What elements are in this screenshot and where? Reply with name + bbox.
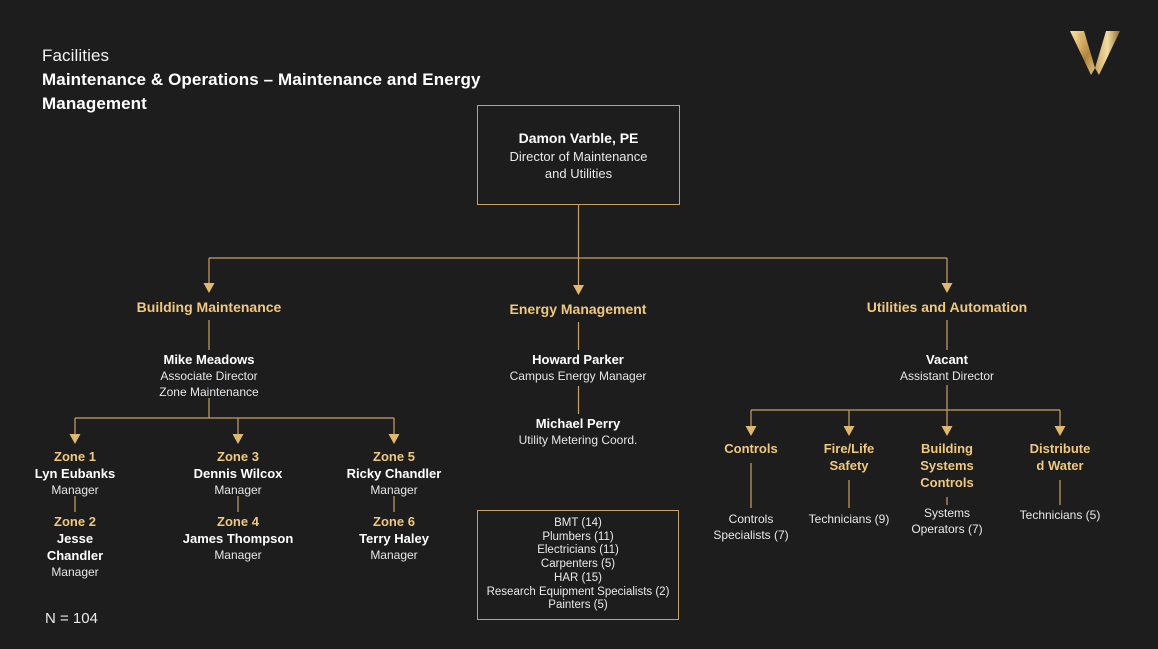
- total-headcount: N = 104: [45, 610, 98, 627]
- zone-manager-name: Ricky Chandler: [346, 466, 442, 481]
- page-title: Maintenance & Operations – Maintenance a…: [42, 70, 481, 113]
- trade-item: HAR (15): [554, 571, 602, 584]
- branch-header-utilities-and-automation[interactable]: Utilities and Automation: [866, 299, 1028, 315]
- unit-staff-line1: Controls: [728, 512, 774, 526]
- zone-node-6[interactable]: Zone 6 Terry Haley Manager: [319, 513, 469, 563]
- unit-controls-staff: Controls Specialists (7): [701, 511, 801, 543]
- person-name: Michael Perry: [535, 416, 621, 431]
- zone-manager-role: Manager: [214, 483, 262, 497]
- zone-label: Zone 6: [373, 514, 415, 529]
- zone-node-1[interactable]: Zone 1 Lyn Eubanks Manager: [0, 448, 150, 498]
- person-name: Mike Meadows: [163, 352, 255, 367]
- unit-name-line1: Controls: [724, 441, 778, 456]
- root-node-title-line2: and Utilities: [544, 165, 613, 181]
- person-role-line1: Assistant Director: [899, 369, 995, 383]
- zone-node-4[interactable]: Zone 4 James Thompson Manager: [163, 513, 313, 563]
- zone-manager-name: James Thompson: [182, 531, 294, 546]
- zone-manager-role: Manager: [214, 548, 262, 562]
- unit-name-line2: d Water: [1036, 458, 1084, 473]
- zone-manager-name-line1: Jesse: [56, 531, 94, 546]
- unit-staff-line1: Systems: [923, 506, 970, 520]
- zone-manager-name-line2: Chandler: [46, 548, 104, 563]
- person-role-line1: Campus Energy Manager: [509, 369, 647, 383]
- unit-name-line2: Systems: [920, 458, 974, 473]
- zone-manager-name: Terry Haley: [359, 531, 429, 546]
- zone-label: Zone 5: [373, 449, 415, 464]
- zone-node-3[interactable]: Zone 3 Dennis Wilcox Manager: [163, 448, 313, 498]
- zone-label: Zone 3: [217, 449, 259, 464]
- branch-header-energy-management[interactable]: Energy Management: [509, 301, 647, 317]
- page-header: Facilities Maintenance & Operations – Ma…: [42, 44, 582, 116]
- zone-manager-role: Manager: [370, 548, 418, 562]
- root-node-director[interactable]: Damon Varble, PE Director of Maintenance…: [477, 105, 680, 205]
- zone-label: Zone 4: [217, 514, 259, 529]
- trade-item: BMT (14): [554, 517, 602, 530]
- unit-staff-line2: Operators (7): [911, 522, 983, 536]
- unit-staff-line1: Technicians (9): [808, 512, 890, 526]
- unit-controls[interactable]: Controls: [701, 440, 801, 457]
- breadcrumb-facilities: Facilities: [42, 46, 110, 65]
- zone-manager-name: Dennis Wilcox: [193, 466, 283, 481]
- unit-name-line3: Controls: [920, 475, 974, 490]
- unit-distributed-water-staff: Technicians (5): [1000, 507, 1120, 523]
- person-name: Howard Parker: [532, 352, 624, 367]
- unit-name-line2: Safety: [829, 458, 869, 473]
- vanderbilt-logo: [1064, 22, 1126, 84]
- person-role-line2: Zone Maintenance: [159, 385, 259, 399]
- unit-distributed-water[interactable]: Distribute d Water: [1010, 440, 1110, 474]
- zone-manager-role: Manager: [51, 565, 99, 579]
- zone-manager-role: Manager: [370, 483, 418, 497]
- unit-staff-line2: Specialists (7): [713, 528, 789, 542]
- trade-item: Electricians (11): [537, 544, 619, 557]
- unit-name-line1: Distribute: [1029, 441, 1091, 456]
- unit-staff-line1: Technicians (5): [1019, 508, 1101, 522]
- person-role-line1: Associate Director: [160, 369, 258, 383]
- branch-header-building-maintenance[interactable]: Building Maintenance: [136, 299, 282, 315]
- person-role-line1: Utility Metering Coord.: [518, 433, 638, 447]
- zone-node-5[interactable]: Zone 5 Ricky Chandler Manager: [319, 448, 469, 498]
- trade-item: Research Equipment Specialists (2): [486, 585, 670, 598]
- unit-fire-life-safety-staff: Technicians (9): [789, 511, 909, 527]
- root-node-title-line1: Director of Maintenance: [509, 148, 648, 164]
- person-mike-meadows[interactable]: Mike Meadows Associate Director Zone Mai…: [109, 351, 309, 400]
- root-node-name: Damon Varble, PE: [518, 129, 639, 146]
- person-howard-parker[interactable]: Howard Parker Campus Energy Manager: [478, 351, 678, 384]
- trade-item: Carpenters (5): [540, 558, 616, 571]
- zone-node-2[interactable]: Zone 2 Jesse Chandler Manager: [0, 513, 150, 580]
- zone-label: Zone 1: [54, 449, 96, 464]
- trades-headcount-box[interactable]: BMT (14) Plumbers (11) Electricians (11)…: [477, 510, 679, 620]
- person-vacant-assistant-director[interactable]: Vacant Assistant Director: [847, 351, 1047, 384]
- person-name: Vacant: [926, 352, 968, 367]
- trade-item: Plumbers (11): [542, 530, 614, 543]
- person-michael-perry[interactable]: Michael Perry Utility Metering Coord.: [478, 415, 678, 448]
- unit-name-line1: Building: [921, 441, 973, 456]
- unit-building-systems-controls-staff: Systems Operators (7): [897, 505, 997, 537]
- trade-item: Painters (5): [548, 599, 608, 612]
- unit-fire-life-safety[interactable]: Fire/Life Safety: [799, 440, 899, 474]
- unit-building-systems-controls[interactable]: Building Systems Controls: [897, 440, 997, 491]
- unit-name-line1: Fire/Life: [823, 441, 875, 456]
- zone-manager-name: Lyn Eubanks: [34, 466, 116, 481]
- zone-label: Zone 2: [54, 514, 96, 529]
- zone-manager-role: Manager: [51, 483, 99, 497]
